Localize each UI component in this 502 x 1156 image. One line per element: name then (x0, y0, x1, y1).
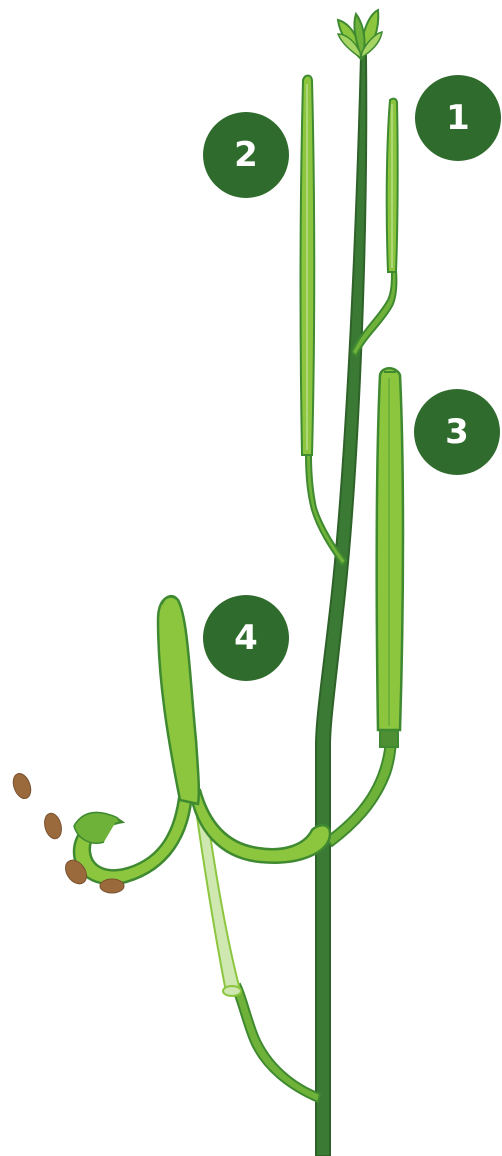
badge-stage-2: 2 (203, 112, 289, 198)
seed (100, 879, 124, 893)
silique-stage-4 (74, 596, 330, 1102)
seed (10, 771, 34, 801)
badge-label: 3 (445, 412, 469, 452)
badge-stage-1: 1 (415, 75, 501, 161)
silique-stage-2 (301, 76, 346, 566)
badge-label: 2 (234, 135, 258, 175)
badge-stage-3: 3 (414, 389, 500, 475)
flower-bud-cluster (338, 10, 382, 58)
badge-label: 4 (234, 618, 258, 658)
seed (42, 811, 64, 840)
badge-label: 1 (446, 98, 470, 138)
main-stem (316, 56, 366, 1156)
badge-stage-4: 4 (203, 595, 289, 681)
